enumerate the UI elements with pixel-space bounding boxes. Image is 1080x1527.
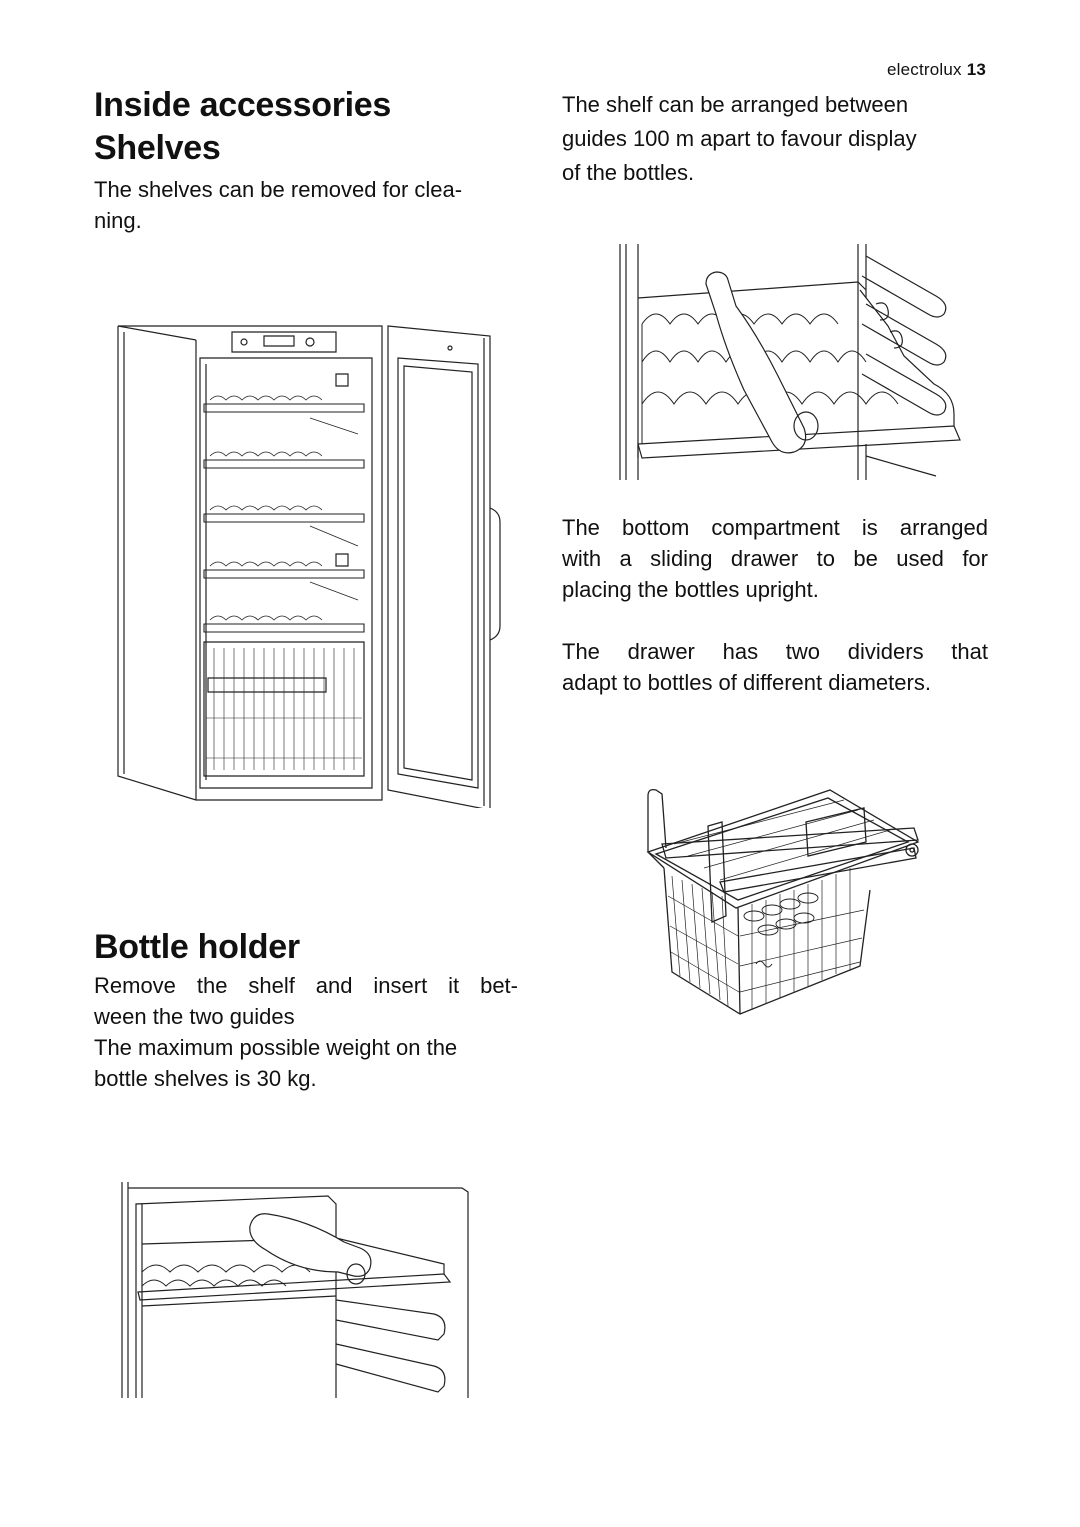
bottle-shelf-closeup-illustration [118,1182,470,1400]
bottom-text-line-1: The bottom compartment is arranged [562,515,988,540]
bottle-text-line-1: Remove the shelf and insert it bet- [94,973,518,998]
shelf-text-line-3: of the bottles. [562,160,695,185]
bottle-holder-paragraph: Remove the shelf and insert it bet- ween… [94,970,518,1094]
bottle-holder-title: Bottle holder [94,928,300,966]
drawer-text-line-2: adapt to bottles of different diameters. [562,670,931,695]
bottle-text-line-3: The maximum possible weight on the [94,1035,458,1060]
brand-name: electrolux [886,60,962,79]
drawer-paragraph: The drawer has two dividers that adapt t… [562,636,988,698]
section-title-line-1: Inside accessories [94,86,392,124]
shelf-text-line-2: guides 100 m apart to favour display [562,126,917,151]
shelves-text-line-1: The shelves can be removed for clea- [94,177,463,202]
page-number: 13 [966,60,986,79]
shelves-paragraph: The shelves can be removed for clea- nin… [94,174,524,236]
section-title: Inside accessories Shelves [94,84,391,170]
bottom-text-line-3: placing the bottles upright. [562,577,819,602]
sliding-drawer-basket-illustration [644,786,928,1020]
drawer-text-line-1: The drawer has two dividers that [562,639,988,664]
bottle-text-line-2: ween the two guides [94,1004,295,1029]
page-header: electrolux 13 [887,60,986,80]
bottom-text-line-2: with a sliding drawer to be used for [562,546,988,571]
shelf-arrangement-paragraph: The shelf can be arranged between guides… [562,88,992,190]
wine-cabinet-illustration [110,318,510,808]
shelves-text-line-2: ning. [94,208,142,233]
section-title-line-2: Shelves [94,129,221,167]
bottle-text-line-4: bottle shelves is 30 kg. [94,1066,317,1091]
bottom-compartment-paragraph: The bottom compartment is arranged with … [562,512,988,605]
shelf-text-line-1: The shelf can be arranged between [562,92,909,117]
bottle-shelf-between-guides-illustration [614,244,970,482]
